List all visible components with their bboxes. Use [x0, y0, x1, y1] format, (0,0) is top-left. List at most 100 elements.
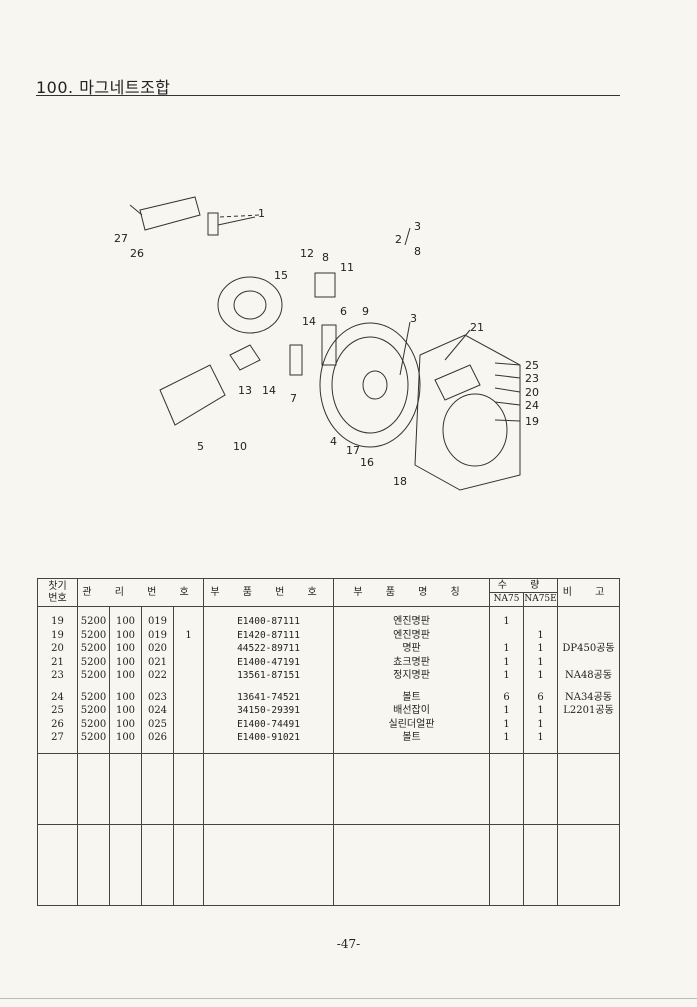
cell-q1: 1 [489, 704, 525, 718]
cell-a: 5200 [77, 642, 110, 656]
cell-part: E1400-47191 [203, 655, 335, 669]
cell-name: 실린더얼판 [333, 717, 491, 731]
cell-d [172, 642, 205, 656]
empty-table-block [37, 752, 621, 824]
cell-rem: NA48공동 [557, 669, 621, 683]
page-number: -47- [336, 937, 361, 951]
header-qty: 수 량 [489, 578, 559, 593]
cell-c: 025 [141, 717, 174, 731]
cell-no: 19 [37, 628, 78, 642]
cell-a: 5200 [77, 669, 110, 683]
cell-b: 100 [109, 615, 142, 629]
cell-c: 019 [141, 628, 174, 642]
empty-table-block [37, 823, 621, 906]
cell-q2: 6 [523, 690, 559, 704]
ignition-coil-shape [159, 364, 226, 426]
cell-d [172, 615, 205, 629]
cell-c: 021 [141, 655, 174, 669]
cell-b: 100 [109, 704, 142, 718]
cell-name: 볼트 [333, 690, 491, 704]
cell-c: 024 [141, 704, 174, 718]
cell-rem [557, 615, 621, 629]
cell-d: 1 [172, 628, 205, 642]
cell-q2: 1 [523, 704, 559, 718]
callout-3: 3 [414, 220, 421, 233]
title-underline [36, 95, 620, 96]
cell-a: 5200 [77, 615, 110, 629]
callout-24: 24 [525, 399, 539, 412]
cell-part: 44522-89711 [203, 642, 335, 656]
cell-q2 [523, 615, 559, 629]
cell-b: 100 [109, 642, 142, 656]
cell-d [172, 704, 205, 718]
cell-name: 엔진명판 [333, 628, 491, 642]
cell-part: 34150-29391 [203, 704, 335, 718]
cell-rem: DP450공동 [557, 642, 621, 656]
cell-d [172, 717, 205, 731]
cell-q1: 1 [489, 731, 525, 745]
cell-c: 022 [141, 669, 174, 683]
cell-b: 100 [109, 731, 142, 745]
fan-housing-shape [414, 334, 521, 491]
callout-5: 5 [197, 440, 204, 453]
header-qty-na75e: NA75E [523, 592, 559, 607]
callout-14b: 14 [262, 384, 276, 397]
callout-17: 17 [346, 444, 360, 457]
cell-d [172, 731, 205, 745]
cell-q1 [489, 628, 525, 642]
page-title: 100. 마그네트조합 [36, 78, 171, 97]
callout-16: 16 [360, 456, 374, 469]
cell-q1: 1 [489, 642, 525, 656]
cell-part: E1400-87111 [203, 615, 335, 629]
header-mgmt-no: 관 리 번 호 [76, 578, 205, 607]
coil-shape [314, 272, 336, 298]
cell-q2: 1 [523, 717, 559, 731]
cell-q1: 1 [489, 717, 525, 731]
cell-part: E1420-87111 [203, 628, 335, 642]
flywheel-shape [319, 322, 421, 448]
cell-q1: 1 [489, 615, 525, 629]
cell-q1: 6 [489, 690, 525, 704]
nameplate-shape [139, 196, 201, 231]
cell-rem: L2201공동 [557, 704, 621, 718]
cell-b: 100 [109, 628, 142, 642]
callout-14: 14 [302, 315, 316, 328]
cell-b: 100 [109, 690, 142, 704]
cell-b: 100 [109, 717, 142, 731]
cell-part: E1400-91021 [203, 731, 335, 745]
cell-rem [557, 731, 621, 745]
cell-a: 5200 [77, 690, 110, 704]
stator-plate-shape [217, 276, 283, 334]
header-item-no: 찻기 번호 [37, 578, 78, 607]
cell-q1: 1 [489, 655, 525, 669]
callout-20: 20 [525, 386, 539, 399]
page-bottom-rule [0, 998, 697, 999]
cell-d [172, 669, 205, 683]
callout-8: 8 [414, 245, 421, 258]
cell-q2: 1 [523, 628, 559, 642]
cell-part: 13561-87151 [203, 669, 335, 683]
diagram-svg: 1 2 3 8 27 26 12 8 11 15 14 6 9 3 21 25 … [114, 196, 539, 491]
spark-plug-shape [207, 212, 219, 236]
cell-no: 19 [37, 615, 78, 629]
callout-8b: 8 [322, 251, 329, 264]
cell-q2: 1 [523, 655, 559, 669]
cell-rem [557, 717, 621, 731]
callout-9: 9 [362, 305, 369, 318]
callout-4: 4 [330, 435, 337, 448]
cell-a: 5200 [77, 717, 110, 731]
cell-a: 5200 [77, 704, 110, 718]
callout-15: 15 [274, 269, 288, 282]
exploded-parts-diagram: 1 2 3 8 27 26 12 8 11 15 14 6 9 3 21 25 … [100, 185, 560, 495]
cell-b: 100 [109, 669, 142, 683]
cell-no: 20 [37, 642, 78, 656]
callout-19: 19 [525, 415, 539, 428]
callout-6: 6 [340, 305, 347, 318]
callout-13: 13 [238, 384, 252, 397]
